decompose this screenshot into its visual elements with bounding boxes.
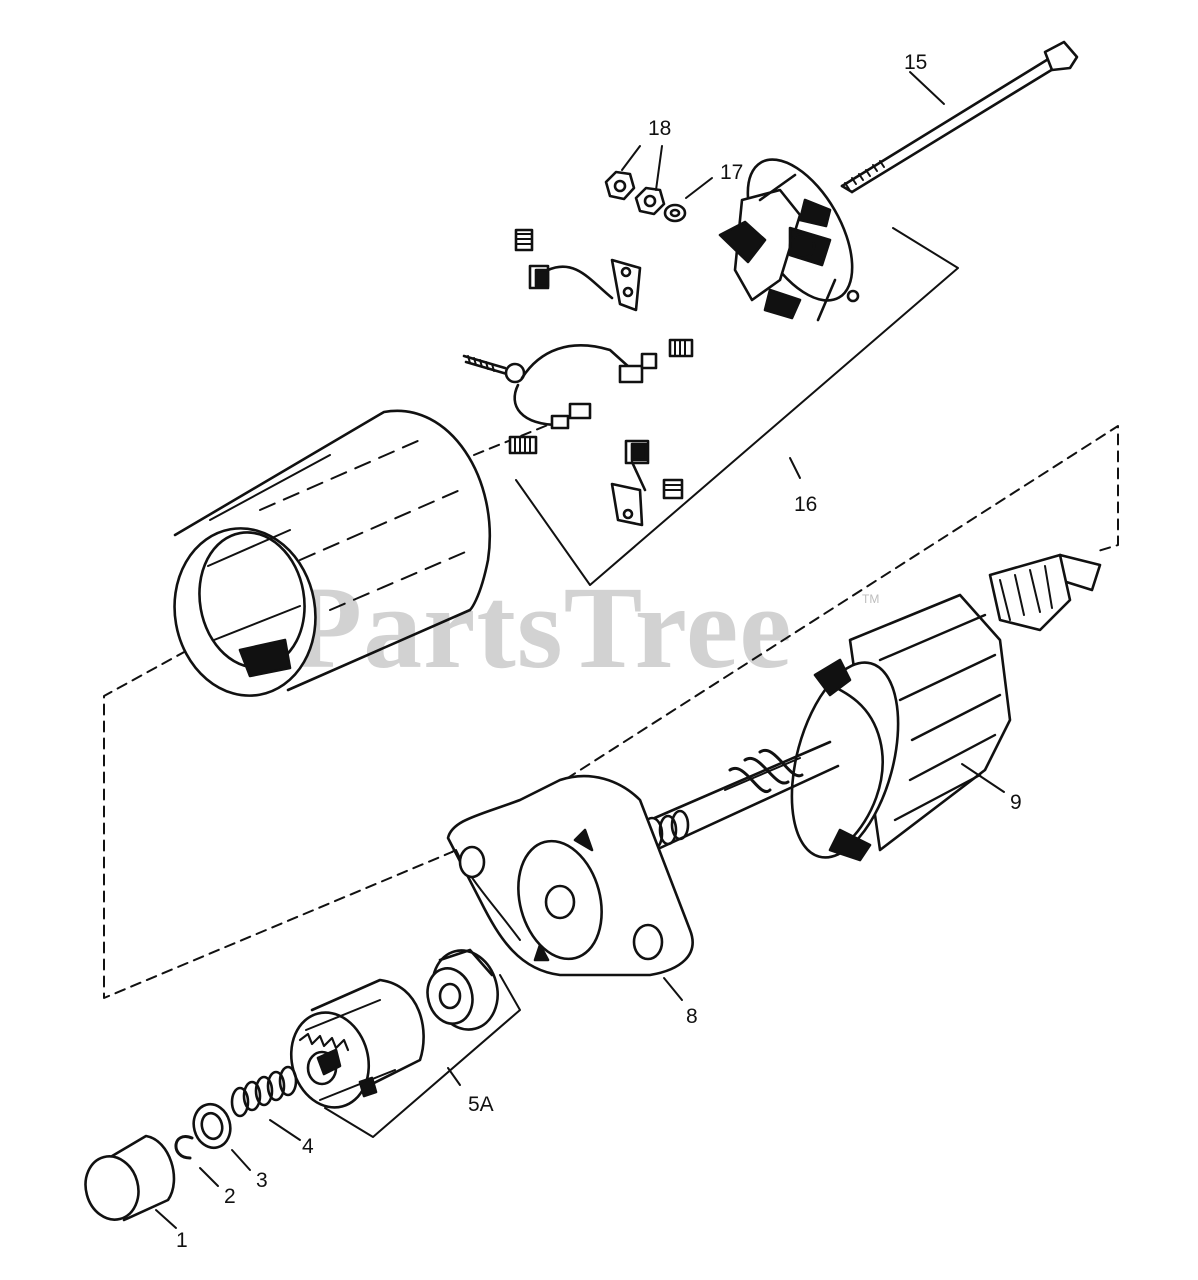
callout-15: 15 <box>904 51 928 74</box>
part-17-washer <box>663 203 687 223</box>
callout-1: 1 <box>176 1229 188 1252</box>
callout-4: 4 <box>302 1135 314 1158</box>
callout-16: 16 <box>794 493 818 516</box>
watermark-text: PartsTree <box>290 562 793 693</box>
callout-2: 2 <box>224 1185 236 1208</box>
part-2-retaining-ring <box>174 1135 194 1160</box>
watermark-trademark: TM <box>862 592 880 606</box>
leader-lines <box>155 71 1005 1229</box>
part-4-spring <box>230 1065 298 1118</box>
callout-8: 8 <box>686 1005 698 1028</box>
part-9-armature <box>640 553 1102 862</box>
callout-18: 18 <box>648 117 672 140</box>
part-3-stop-collar <box>192 1102 232 1150</box>
assembly-dashed-lines <box>103 417 1119 999</box>
part-8-drive-end-plate <box>446 774 694 977</box>
part-18-nuts <box>604 170 666 216</box>
part-16-brush-assembly <box>462 228 694 527</box>
part-15-through-bolt <box>840 40 1079 194</box>
callout-3: 3 <box>256 1169 268 1192</box>
callout-5a: 5A <box>468 1093 494 1116</box>
callout-17: 17 <box>720 161 744 184</box>
part-1-dust-cover <box>84 1134 176 1222</box>
part-frame-housing <box>173 409 491 697</box>
part-5a-drive-assembly <box>289 948 521 1138</box>
part-16-end-cap <box>718 158 860 322</box>
callout-9: 9 <box>1010 791 1022 814</box>
part-16-bracket-line <box>515 227 959 586</box>
